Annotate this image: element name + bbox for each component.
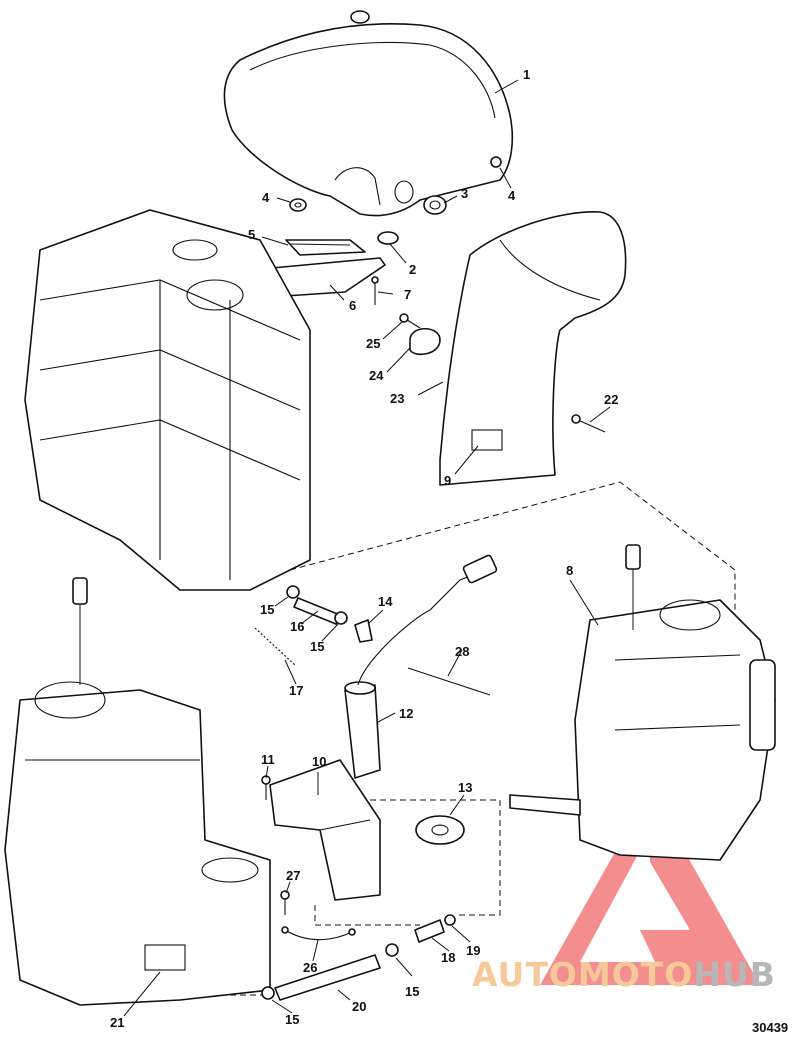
part-11-screw [261,775,271,800]
callout-11: 11 [261,752,275,767]
part-16-hose [293,597,341,625]
callout-19: 19 [466,943,480,958]
part-10-pump-bracket [269,759,381,901]
watermark-text: AUTOMOTOHUB [472,955,776,994]
part-3-plug [423,195,447,215]
part-27-screw [280,890,290,915]
part-4-grommet-left [289,198,307,212]
callout-9: 9 [444,473,451,488]
callout-13: 13 [458,780,472,795]
callout-8: 8 [566,563,573,578]
part-20-fuel-hose [274,954,381,1001]
callout-20: 20 [352,999,366,1014]
callout-15a: 15 [260,602,274,617]
part-17-spring [254,627,296,666]
part-19-clip [444,914,456,926]
callout-2: 2 [409,262,416,277]
part-23-silencer [439,211,627,486]
part-5-seal [285,239,366,256]
part-14-elbow [354,619,373,643]
watermark-text-part2: HUB [693,955,776,994]
callout-15c: 15 [405,984,419,999]
part-25-screw [399,313,421,329]
callout-17: 17 [289,683,303,698]
bracket-dashed [314,905,420,926]
callout-labels: 1 2 3 4 4 5 6 7 8 9 10 11 12 13 14 15 15… [110,67,618,1030]
part-15-clamp-top [286,585,300,599]
part-15-clamp-bottom-left [261,986,275,1000]
callout-4a: 4 [262,190,270,205]
watermark-logo [540,790,760,985]
mounting-dashed-line [360,799,501,916]
part-21-vapor-separator-assembly [4,577,271,1006]
part-22-bolt [571,414,606,433]
leader-lines [123,79,611,1017]
powerhead-block [24,209,311,591]
callout-28: 28 [455,644,469,659]
part-24-clip [409,327,441,356]
callout-25: 25 [366,336,380,351]
callout-10: 10 [312,754,326,769]
part-15-clamp-bottom-right [385,943,399,957]
part-8-fuel-system-assembly [509,544,776,861]
callout-22: 22 [604,392,618,407]
callout-26: 26 [303,960,317,975]
part-26-ground-strap [281,926,356,941]
watermark-triangle-icon [540,790,760,985]
callout-24: 24 [369,368,384,383]
callout-15d: 15 [285,1012,299,1027]
part-28-cable-tie [407,667,491,696]
callout-3: 3 [461,186,468,201]
part-1-air-cover [223,10,514,217]
callout-6: 6 [349,298,356,313]
callout-14: 14 [378,594,393,609]
part-15-clamp-mid [334,611,348,625]
watermark-text-part1: AUTOMOTO [472,955,693,994]
callout-7: 7 [404,287,411,302]
callout-1: 1 [523,67,530,82]
figure-number: 30439 [752,1020,788,1035]
callout-16: 16 [290,619,304,634]
callout-4b: 4 [508,188,516,203]
callout-27: 27 [286,868,300,883]
part-2-grommet [377,231,399,245]
callout-23: 23 [390,391,404,406]
callout-5: 5 [248,227,255,242]
part-7-pin [371,276,379,305]
callout-21: 21 [110,1015,124,1030]
callout-18: 18 [441,950,455,965]
part-12-electric-fuel-pump [344,554,498,779]
part-13-grommet [415,815,465,845]
callout-15b: 15 [310,639,324,654]
callout-12: 12 [399,706,413,721]
part-18-fitting [414,919,445,943]
